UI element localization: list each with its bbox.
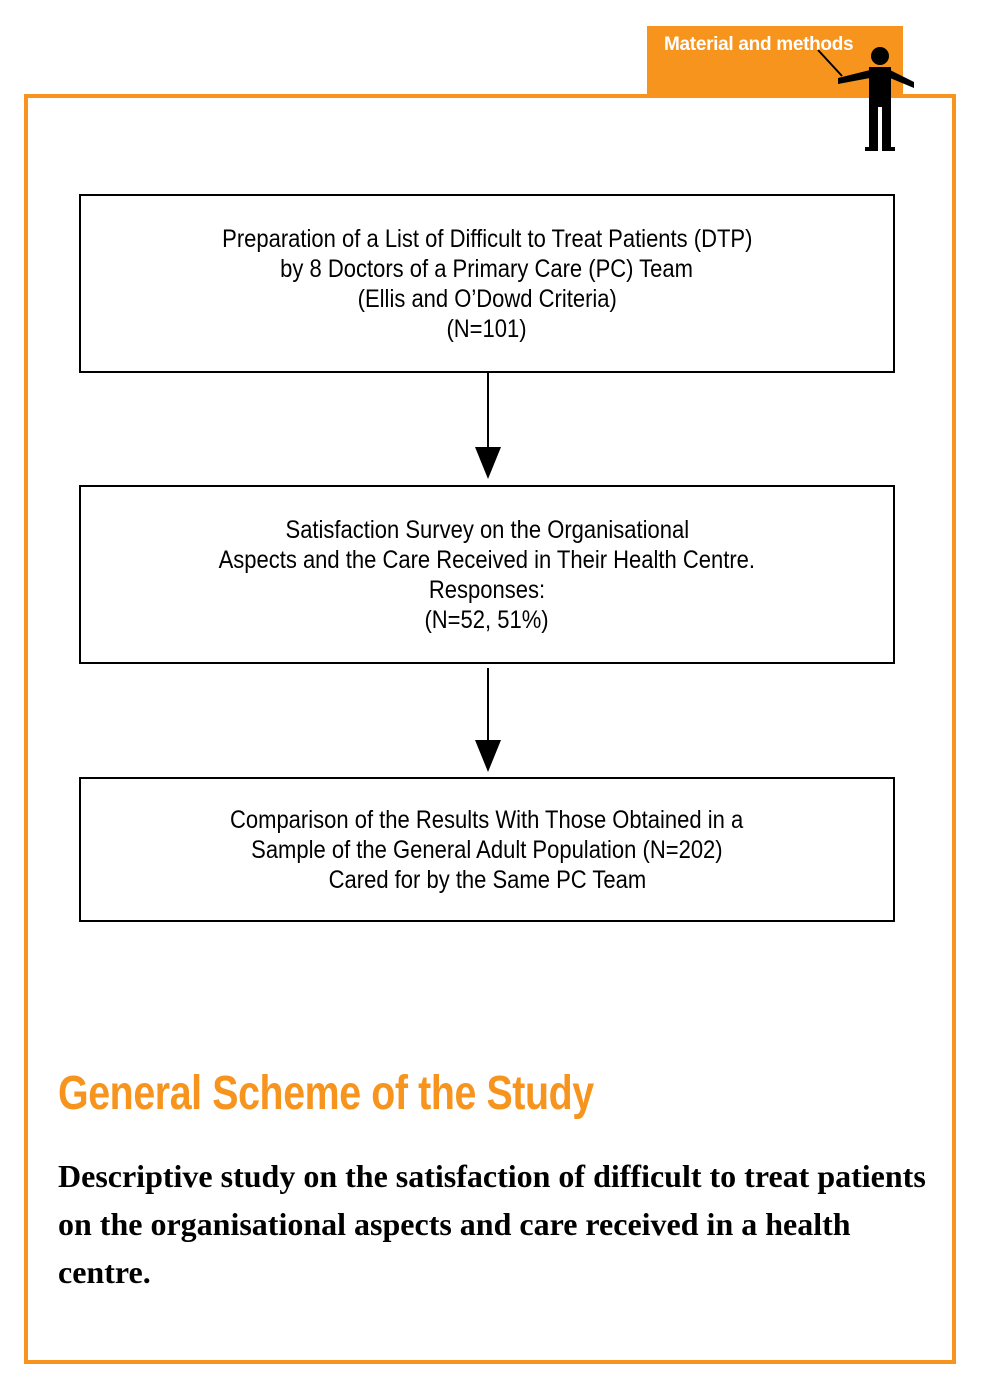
flow-box-preparation: Preparation of a List of Difficult to Tr…: [79, 194, 895, 373]
flow-box-line: Aspects and the Care Received in Their H…: [218, 545, 756, 574]
flow-box-line: Responses:: [428, 575, 546, 604]
flow-box-line: Comparison of the Results With Those Obt…: [230, 805, 744, 834]
figure-description: Descriptive study on the satisfaction of…: [58, 1158, 926, 1290]
figure-title: General Scheme of the Study: [58, 1067, 594, 1120]
flow-box-line: (Ellis and O’Dowd Criteria): [357, 284, 617, 313]
flow-box-comparison: Comparison of the Results With Those Obt…: [79, 777, 895, 922]
content-frame: [24, 94, 956, 1364]
flow-box-line: by 8 Doctors of a Primary Care (PC) Team: [280, 254, 694, 283]
flow-box-line: Satisfaction Survey on the Organisationa…: [285, 515, 689, 544]
flow-arrow-down: [475, 373, 501, 479]
flow-box-line: (N=52, 51%): [424, 605, 550, 634]
flow-box-line: Preparation of a List of Difficult to Tr…: [221, 224, 753, 253]
flow-box-line: (N=101): [446, 314, 528, 343]
flow-box-line: Cared for by the Same PC Team: [328, 865, 646, 894]
flow-box-line: Sample of the General Adult Population (…: [251, 835, 723, 864]
section-tab-label: Material and methods: [664, 34, 854, 55]
flow-arrow-down: [475, 668, 501, 772]
section-tab: [647, 26, 903, 96]
presenter-icon: [817, 47, 914, 151]
flow-box-survey: Satisfaction Survey on the Organisationa…: [79, 485, 895, 664]
